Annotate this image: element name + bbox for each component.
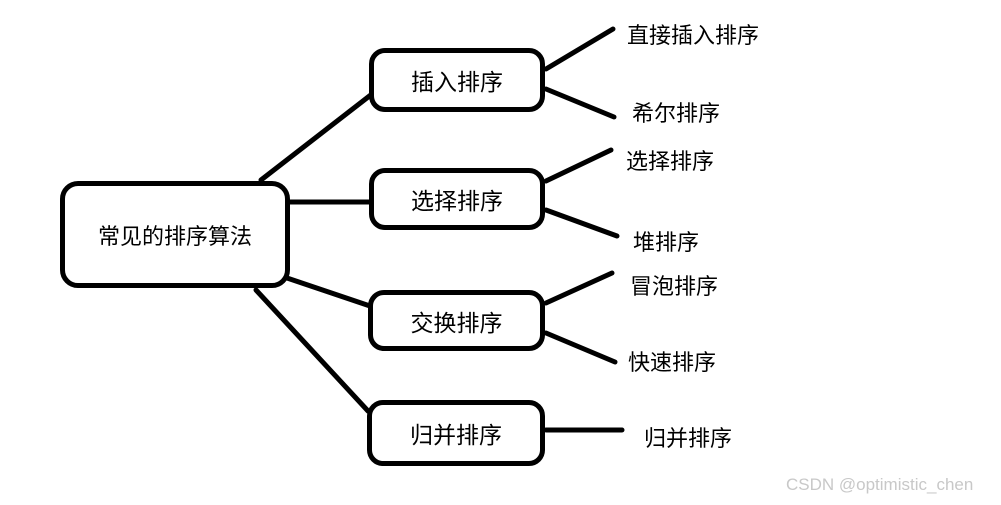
connector-exchange-to-quick: [543, 330, 618, 365]
branch-node-exchange-sort: 交换排序: [368, 290, 545, 351]
branch-node-insertion-sort: 插入排序: [369, 48, 545, 112]
root-node: 常见的排序算法: [60, 181, 290, 288]
leaf-label-quick-sort: 快速排序: [628, 350, 717, 375]
csdn-watermark: CSDN @optimistic_chen: [786, 475, 974, 494]
root-node-label: 常见的排序算法: [97, 223, 252, 249]
branch-node-selection-sort: 选择排序: [369, 168, 545, 230]
leaf-label-merge-sort: 归并排序: [644, 426, 733, 451]
connector-insertion-to-direct-insertion: [543, 26, 616, 72]
branch-node-label: 交换排序: [410, 309, 503, 336]
connector-selection-to-heap: [543, 207, 620, 239]
connector-insertion-to-shell: [543, 86, 617, 120]
connector-root-to-merge: [253, 287, 371, 414]
leaf-label-direct-insertion-sort: 直接插入排序: [627, 23, 760, 48]
leaf-label-selection-sort: 选择排序: [626, 149, 715, 174]
branch-node-label: 归并排序: [410, 422, 502, 448]
connector-root-to-exchange: [284, 275, 373, 309]
connector-exchange-to-bubble: [543, 270, 615, 306]
leaf-label-heap-sort: 堆排序: [633, 230, 700, 255]
leaf-label-shell-sort: 希尔排序: [632, 101, 721, 126]
connector-root-to-insertion: [258, 91, 375, 183]
leaf-label-bubble-sort: 冒泡排序: [630, 274, 719, 299]
branch-node-label: 选择排序: [411, 188, 503, 214]
connector-selection-to-selection: [543, 147, 614, 184]
branch-node-merge-sort: 归并排序: [367, 400, 545, 466]
branch-node-label: 插入排序: [411, 69, 503, 95]
